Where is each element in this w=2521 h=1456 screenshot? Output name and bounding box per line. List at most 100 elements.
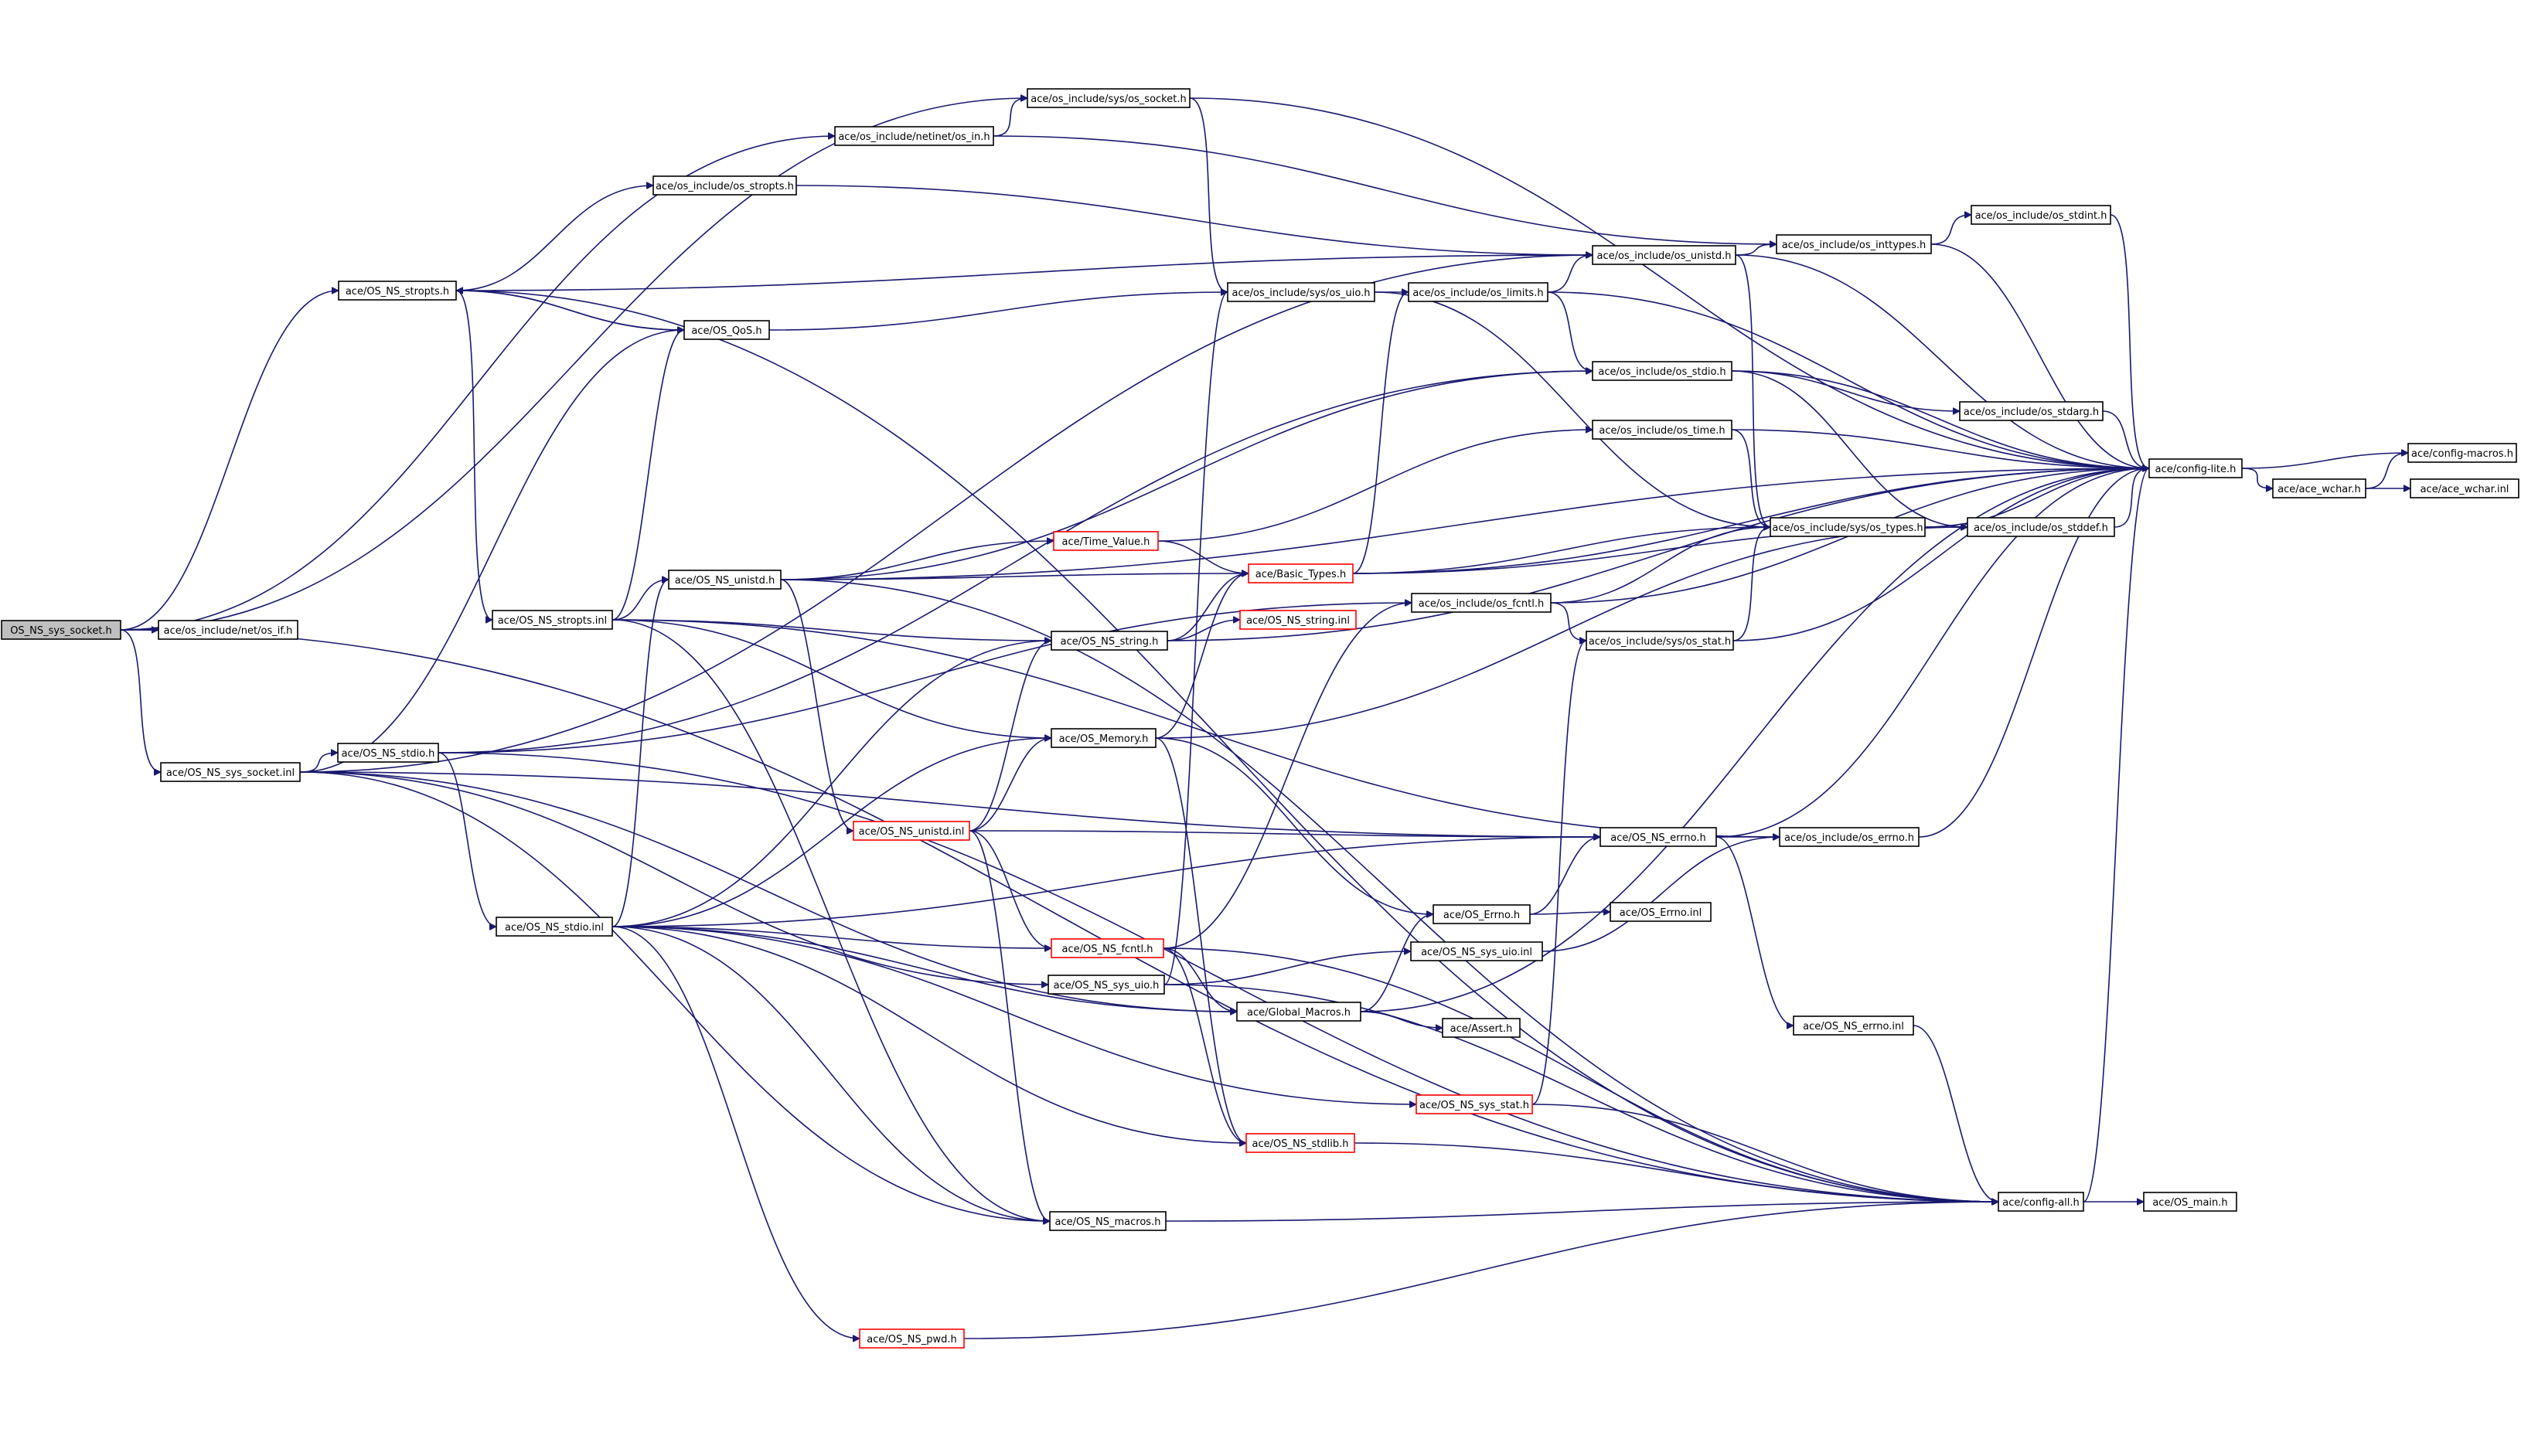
node-os-types[interactable]: ace/os_include/sys/os_types.h <box>1770 517 1926 537</box>
node-box[interactable] <box>859 1328 965 1349</box>
node-ns-stdlib[interactable]: ace/OS_NS_stdlib.h <box>1245 1133 1355 1153</box>
node-box[interactable] <box>2407 443 2517 463</box>
node-box[interactable] <box>834 126 994 146</box>
node-box[interactable] <box>1248 563 1354 583</box>
node-box[interactable] <box>853 821 970 841</box>
node-ns-stdio-h[interactable]: ace/OS_NS_stdio.h <box>337 743 439 763</box>
node-os-limits[interactable]: ace/os_include/os_limits.h <box>1408 282 1548 302</box>
node-os-stat[interactable]: ace/os_include/sys/os_stat.h <box>1586 631 1734 651</box>
node-box[interactable] <box>1051 728 1157 748</box>
node-box[interactable] <box>1027 88 1191 108</box>
node-assert-h[interactable]: ace/Assert.h <box>1442 1018 1521 1038</box>
node-qos[interactable]: ace/OS_QoS.h <box>683 320 770 340</box>
node-time-value[interactable]: ace/Time_Value.h <box>1053 531 1159 551</box>
node-box[interactable] <box>1416 1094 1533 1114</box>
node-config-lite[interactable]: ace/config-lite.h <box>2148 458 2243 478</box>
node-box[interactable] <box>1998 1192 2084 1212</box>
node-ns-stropts-h[interactable]: ace/OS_NS_stropts.h <box>338 281 457 301</box>
node-box[interactable] <box>1245 1133 1355 1153</box>
node-box[interactable] <box>1770 517 1926 537</box>
node-os-socket[interactable]: ace/os_include/sys/os_socket.h <box>1027 88 1191 108</box>
node-box[interactable] <box>1239 610 1357 630</box>
node-os-stdarg[interactable]: ace/os_include/os_stdarg.h <box>1959 401 2104 421</box>
node-os-time[interactable]: ace/os_include/os_time.h <box>1592 420 1732 440</box>
node-box[interactable] <box>1599 827 1717 847</box>
node-ns-fcntl[interactable]: ace/OS_NS_fcntl.h <box>1051 938 1164 958</box>
node-errno-inl[interactable]: ace/OS_Errno.inl <box>1610 902 1712 922</box>
node-box[interactable] <box>1776 234 1932 254</box>
node-config-macros[interactable]: ace/config-macros.h <box>2407 443 2517 463</box>
node-os-stdio[interactable]: ace/os_include/os_stdio.h <box>1592 361 1732 381</box>
node-basic-types[interactable]: ace/Basic_Types.h <box>1248 563 1354 583</box>
node-box[interactable] <box>652 175 797 196</box>
node-ns-errno-inl[interactable]: ace/OS_NS_errno.inl <box>1793 1015 1914 1036</box>
node-ns-stropts-inl[interactable]: ace/OS_NS_stropts.inl <box>492 610 613 630</box>
node-box[interactable] <box>1410 941 1543 961</box>
node-ns-macros[interactable]: ace/OS_NS_macros.h <box>1049 1211 1167 1231</box>
node-ace-wchar-inl[interactable]: ace/ace_wchar.inl <box>2410 478 2519 498</box>
node-box[interactable] <box>1051 938 1164 958</box>
node-ns-stdio-inl[interactable]: ace/OS_NS_stdio.inl <box>496 917 613 937</box>
node-os-fcntl[interactable]: ace/os_include/os_fcntl.h <box>1411 593 1552 613</box>
node-ns-pwd[interactable]: ace/OS_NS_pwd.h <box>859 1328 965 1349</box>
node-ns-sys-uio-inl[interactable]: ace/OS_NS_sys_uio.inl <box>1410 941 1543 961</box>
node-config-all[interactable]: ace/config-all.h <box>1998 1192 2084 1212</box>
node-box[interactable] <box>1051 631 1168 651</box>
node-box[interactable] <box>496 917 613 937</box>
node-ns-sys-uio-h[interactable]: ace/OS_NS_sys_uio.h <box>1048 975 1165 995</box>
node-box[interactable] <box>158 620 298 640</box>
node-os-in[interactable]: ace/os_include/netinet/os_in.h <box>834 126 994 146</box>
node-box[interactable] <box>1971 205 2111 225</box>
node-box[interactable] <box>1227 282 1375 302</box>
node-ns-string-inl[interactable]: ace/OS_NS_string.inl <box>1239 610 1357 630</box>
node-ns-sys-socket-inl[interactable]: ace/OS_NS_sys_socket.inl <box>160 762 301 782</box>
node-box[interactable] <box>1408 282 1548 302</box>
node-box[interactable] <box>2272 478 2366 498</box>
node-os-if[interactable]: ace/os_include/net/os_if.h <box>158 620 298 640</box>
node-errno-h[interactable]: ace/OS_Errno.h <box>1433 904 1531 924</box>
node-box[interactable] <box>338 281 457 301</box>
node-root[interactable]: OS_NS_sys_socket.h <box>1 620 121 640</box>
node-box[interactable] <box>1586 631 1734 651</box>
node-os-errno[interactable]: ace/os_include/os_errno.h <box>1779 827 1920 847</box>
node-box[interactable] <box>1 620 121 640</box>
node-box[interactable] <box>668 570 782 590</box>
node-ns-string-h[interactable]: ace/OS_NS_string.h <box>1051 631 1168 651</box>
node-box[interactable] <box>1442 1018 1521 1038</box>
node-os-stropts[interactable]: ace/os_include/os_stropts.h <box>652 175 797 196</box>
node-ns-sys-stat[interactable]: ace/OS_NS_sys_stat.h <box>1416 1094 1533 1114</box>
node-ns-errno-h[interactable]: ace/OS_NS_errno.h <box>1599 827 1717 847</box>
node-box[interactable] <box>2143 1192 2237 1212</box>
node-box[interactable] <box>2410 478 2519 498</box>
node-box[interactable] <box>1048 975 1165 995</box>
node-box[interactable] <box>1049 1211 1167 1231</box>
node-ns-unistd-h[interactable]: ace/OS_NS_unistd.h <box>668 570 782 590</box>
node-box[interactable] <box>1411 593 1552 613</box>
node-box[interactable] <box>1779 827 1920 847</box>
node-box[interactable] <box>492 610 613 630</box>
node-box[interactable] <box>1793 1015 1914 1036</box>
node-os-uio[interactable]: ace/os_include/sys/os_uio.h <box>1227 282 1375 302</box>
node-ns-unistd-inl[interactable]: ace/OS_NS_unistd.inl <box>853 821 970 841</box>
node-box[interactable] <box>1592 245 1736 265</box>
node-box[interactable] <box>683 320 770 340</box>
node-box[interactable] <box>1592 420 1732 440</box>
node-box[interactable] <box>337 743 439 763</box>
node-box[interactable] <box>1592 361 1732 381</box>
node-box[interactable] <box>160 762 301 782</box>
node-os-main[interactable]: ace/OS_main.h <box>2143 1192 2237 1212</box>
node-box[interactable] <box>1433 904 1531 924</box>
node-os-inttypes[interactable]: ace/os_include/os_inttypes.h <box>1776 234 1932 254</box>
node-os-stdint[interactable]: ace/os_include/os_stdint.h <box>1971 205 2111 225</box>
node-box[interactable] <box>1610 902 1712 922</box>
node-ace-wchar[interactable]: ace/ace_wchar.h <box>2272 478 2366 498</box>
node-box[interactable] <box>1967 517 2115 537</box>
node-box[interactable] <box>1236 1002 1361 1022</box>
node-os-stddef[interactable]: ace/os_include/os_stddef.h <box>1967 517 2115 537</box>
node-box[interactable] <box>2148 458 2243 478</box>
node-box[interactable] <box>1959 401 2104 421</box>
node-memory[interactable]: ace/OS_Memory.h <box>1051 728 1157 748</box>
node-box[interactable] <box>1053 531 1159 551</box>
node-global-macros[interactable]: ace/Global_Macros.h <box>1236 1002 1361 1022</box>
node-os-unistd[interactable]: ace/os_include/os_unistd.h <box>1592 245 1736 265</box>
